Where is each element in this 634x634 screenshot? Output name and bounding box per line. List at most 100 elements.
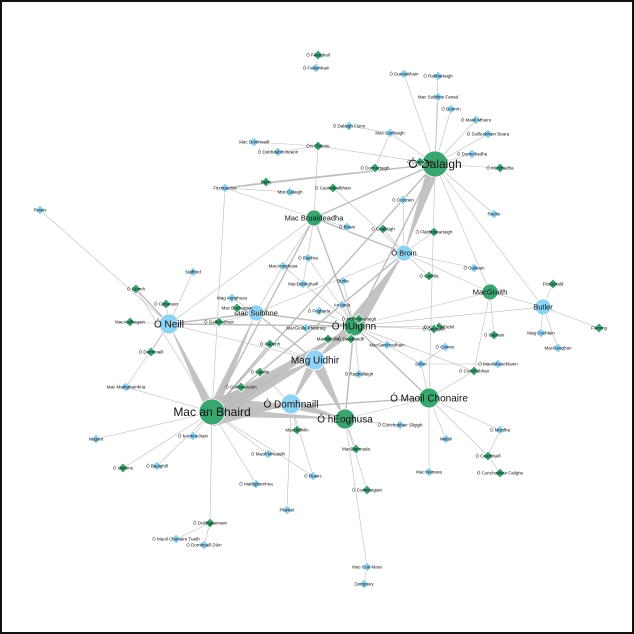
node-marker[interactable] xyxy=(226,292,238,304)
node-plunket[interactable]: Plunket xyxy=(279,504,295,516)
node-marker[interactable] xyxy=(397,194,409,206)
node-macraith[interactable]: MacGraith xyxy=(473,283,508,301)
node-burke[interactable]: Burke xyxy=(337,275,349,287)
node-marker[interactable] xyxy=(345,333,357,345)
node-dillon[interactable]: Dillon xyxy=(415,358,427,370)
node-marker[interactable] xyxy=(250,478,262,490)
node-butler[interactable]: Butler xyxy=(533,298,553,316)
node-marker[interactable] xyxy=(260,176,272,188)
node-marker[interactable] xyxy=(90,433,102,445)
node-ocadhla[interactable]: Ó Cadhla xyxy=(419,270,439,282)
node-marker[interactable] xyxy=(336,299,348,311)
node-marker[interactable] xyxy=(468,365,480,377)
node-marker[interactable] xyxy=(312,49,324,61)
node-ofiachra[interactable]: Ó Fiachra xyxy=(298,252,318,264)
node-walsh[interactable]: Walsh xyxy=(440,433,453,445)
node-marker[interactable] xyxy=(262,448,274,460)
node-marker[interactable] xyxy=(204,517,216,529)
node-marker[interactable] xyxy=(34,204,46,216)
node-marker[interactable] xyxy=(361,484,373,496)
node-obroin[interactable]: Ó Broin xyxy=(391,244,417,262)
node-marker[interactable] xyxy=(300,322,312,334)
node-marker[interactable] xyxy=(466,148,478,160)
node-marker[interactable] xyxy=(302,252,314,264)
node-marker[interactable] xyxy=(414,156,426,168)
node-marker[interactable] xyxy=(213,316,225,328)
node-marker[interactable] xyxy=(440,433,452,445)
node-marker[interactable] xyxy=(145,346,157,358)
node-omurchadha[interactable]: Ó Murchadha xyxy=(486,162,514,174)
node-ocearnaigh[interactable]: Ó Cearnaigh xyxy=(407,156,433,168)
node-marker[interactable] xyxy=(428,226,440,238)
node-marker[interactable] xyxy=(219,182,231,194)
node-marker[interactable] xyxy=(353,368,365,380)
node-odochartaigh[interactable]: Ó Dochartaigh xyxy=(360,162,390,174)
node-omaoilchonaire[interactable]: Ó Maoil Chonaire xyxy=(390,387,468,409)
node-barry[interactable]: Barry xyxy=(260,176,273,188)
node-marker[interactable] xyxy=(423,270,435,282)
node-macgeoghan[interactable]: MacGeoghan xyxy=(544,342,572,354)
node-marker[interactable] xyxy=(552,342,564,354)
node-oconchurb[interactable]: Ó Conchubhair Failghe xyxy=(477,467,524,479)
node-marker[interactable] xyxy=(488,329,500,341)
node-fitzgeraldb[interactable]: FitzGerald xyxy=(543,278,564,290)
node-marker[interactable] xyxy=(307,470,319,482)
node-ocaoilte[interactable]: Ó Caoilte xyxy=(251,366,270,378)
node-ofoghla[interactable]: Ó Fogharta xyxy=(308,305,331,317)
node-ofoghludha[interactable]: Ó Raghallaigh xyxy=(345,368,374,380)
node-marker[interactable] xyxy=(350,443,362,455)
node-marker[interactable] xyxy=(160,298,172,310)
node-macaodhagain[interactable]: MacAodhagain xyxy=(115,316,146,328)
node-marker[interactable] xyxy=(247,304,265,322)
node-marker[interactable] xyxy=(482,450,494,462)
node-marker[interactable] xyxy=(398,68,410,80)
node-marker[interactable] xyxy=(494,424,506,436)
node-marker[interactable] xyxy=(494,162,506,174)
node-marker[interactable] xyxy=(547,278,559,290)
node-marker[interactable] xyxy=(439,341,451,353)
node-ocaoimh[interactable]: Ó Caoimh xyxy=(260,338,281,350)
node-macnamara[interactable]: Mac Namara xyxy=(416,466,442,478)
node-marker[interactable] xyxy=(428,323,440,335)
node-odomhn2[interactable]: Ó Domhnaill Dúin xyxy=(186,539,222,551)
node-marker[interactable] xyxy=(445,103,457,115)
node-odomhnaillf[interactable]: Ó Domhnaill xyxy=(139,346,164,358)
node-odalaighf[interactable]: Ó Dalaigh Fionn xyxy=(333,120,366,132)
node-tyrconnell[interactable]: Mac Eochagain xyxy=(221,302,253,314)
node-macdalaigh[interactable]: Mac Dalaigh xyxy=(277,186,303,198)
node-oruairc[interactable]: Ó Ruairc xyxy=(304,470,323,482)
node-odoirnin[interactable]: Ó Doirnín xyxy=(441,103,461,115)
node-odonnabhain[interactable]: Ó Donnabhain xyxy=(389,68,419,80)
node-marker[interactable] xyxy=(198,398,226,426)
node-marker[interactable] xyxy=(254,366,266,378)
node-marker[interactable] xyxy=(291,424,303,436)
node-marker[interactable] xyxy=(343,120,355,132)
node-marker[interactable] xyxy=(492,358,504,370)
node-marker[interactable] xyxy=(534,298,552,316)
node-marker[interactable] xyxy=(297,278,309,290)
node-nogent[interactable]: Nugent xyxy=(89,433,104,445)
node-sufflag[interactable]: Stafford xyxy=(185,266,201,278)
node-macsuibhne[interactable]: Mac Suibhne xyxy=(234,304,278,322)
node-ofearghail[interactable]: Ó Fearghail xyxy=(306,49,330,61)
node-marker[interactable] xyxy=(264,338,276,350)
node-omaoilseach[interactable]: Ó Maoilsheachlainn xyxy=(478,358,518,370)
node-ocorcrain[interactable]: Ó Corcrain xyxy=(392,194,414,206)
node-ofallamhain[interactable]: Ó Fallamhain xyxy=(303,62,330,74)
node-marker[interactable] xyxy=(468,262,480,274)
node-ocoinne[interactable]: Ó Coinne xyxy=(435,341,455,353)
node-ouaithne[interactable]: Ó Uaithne xyxy=(113,462,134,474)
node-marker[interactable] xyxy=(334,408,356,430)
node-marker[interactable] xyxy=(310,62,322,74)
node-fitzgerald[interactable]: Fitzmaurice xyxy=(213,182,237,194)
node-oconchobhairsligigh[interactable]: Ó Conchobhair Sligigh xyxy=(377,419,423,431)
node-ocellaigh[interactable]: Ó Ceallaigh xyxy=(371,223,395,235)
node-marker[interactable] xyxy=(130,283,142,295)
node-omordha[interactable]: Ó Mordha xyxy=(490,424,511,436)
node-marker[interactable] xyxy=(151,460,163,472)
node-marker[interactable] xyxy=(470,114,482,126)
node-marker[interactable] xyxy=(488,208,500,220)
node-marker[interactable] xyxy=(341,221,353,233)
node-macdonmara[interactable]: Mac Con Mara xyxy=(352,561,382,573)
node-roche[interactable]: Roche xyxy=(487,208,501,220)
